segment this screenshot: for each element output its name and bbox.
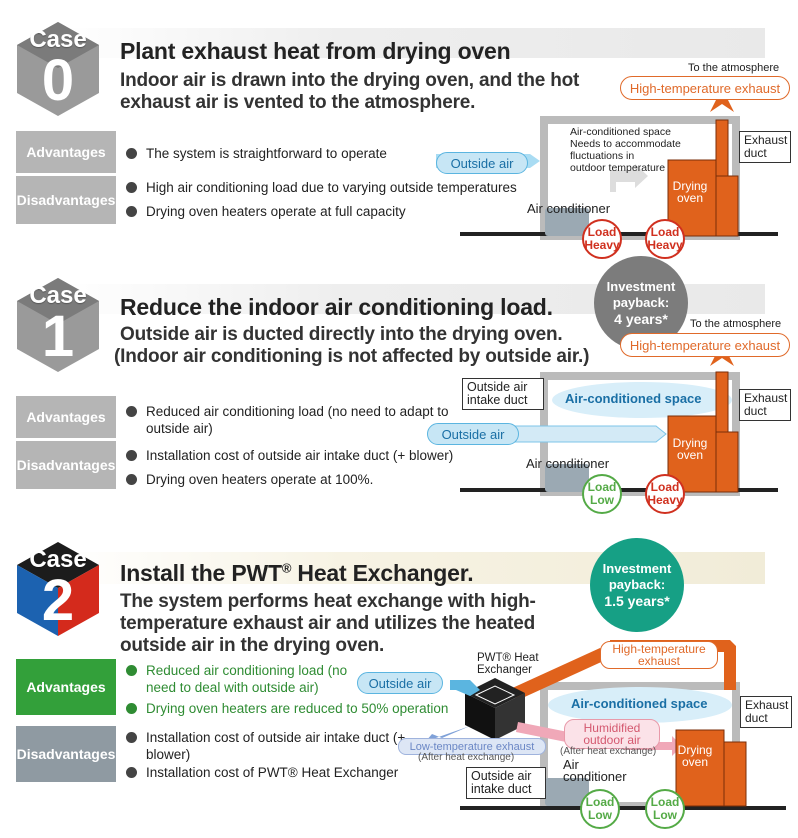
case2-subtitle: The system performs heat exchange with h… [120, 591, 536, 656]
case2-low-temp-exhaust: Low-temperature exhaust [398, 738, 546, 755]
case1-subtitle-1: Outside air is ducted directly into the … [120, 324, 563, 345]
case0-word: Case [29, 26, 87, 53]
case2-number: 2 [41, 568, 75, 633]
case1-high-temp-exhaust: High-temperature exhaust [620, 333, 790, 357]
case2-intake-duct: Outside air intake duct [466, 767, 546, 799]
case2-advantage-2: Drying oven heaters are reduced to 50% o… [126, 700, 466, 717]
case1-diagram-art [460, 354, 778, 496]
case2-disadvantage-2: Installation cost of PWT® Heat Exchanger [126, 764, 426, 781]
case0-advantage-1: The system is straightforward to operate [126, 145, 426, 162]
case1-to-atmosphere: To the atmosphere [690, 318, 782, 330]
case1-intake-duct: Outside air intake duct [462, 378, 544, 410]
case1-disadvantages-label: Disadvantages [16, 441, 116, 489]
case0-advantages-label: Advantages [16, 131, 116, 173]
case0-title: Plant exhaust heat from drying oven [120, 38, 511, 64]
case0-outside-air: Outside air [436, 152, 528, 174]
case2-hex-badge [17, 542, 99, 636]
case2-after-hx-2: (After heat exchange) [560, 746, 657, 757]
case1-advantages-label: Advantages [16, 396, 116, 438]
case2-outside-air: Outside air [357, 672, 443, 694]
case0-drying-oven: Drying oven [672, 179, 708, 205]
case2-disadvantages-label: Disadvantages [16, 726, 116, 782]
case2-humidified: Humidified outdoor air [564, 719, 660, 749]
case1-hex-badge [17, 278, 99, 372]
case2-disadvantage-1: Installation cost of outside air intake … [126, 729, 406, 763]
case1-disadvantage-1: Installation cost of outside air intake … [126, 447, 486, 464]
case0-subtitle: Indoor air is drawn into the drying oven… [120, 70, 580, 113]
case0-ac-space-note: Air-conditioned space Needs to accommoda… [570, 126, 681, 174]
case0-exhaust-duct: Exhaust duct [739, 131, 791, 163]
case2-high-temp-exhaust: High-temperature exhaust [600, 641, 718, 669]
case0-number: 0 [41, 48, 75, 113]
case2-after-hx-1: (After heat exchange) [418, 752, 515, 763]
case1-ac-space: Air-conditioned space [565, 391, 702, 406]
case2-exhaust-duct: Exhaust duct [740, 696, 792, 728]
case2-title: Install the PWT® Heat Exchanger. [120, 560, 474, 586]
case1-advantage-1: Reduced air conditioning load (no need t… [126, 403, 466, 437]
case2-drying-oven: Drying oven [677, 743, 713, 769]
case0-disadvantages-label: Disadvantages [16, 176, 116, 224]
case0-disadvantage-1: High air conditioning load due to varyin… [126, 179, 546, 196]
case1-air-conditioner: Air conditioner [526, 456, 610, 471]
case2-word: Case [29, 546, 87, 573]
case1-word: Case [29, 282, 87, 309]
case2-ac-space: Air-conditioned space [571, 696, 708, 711]
case1-outside-air: Outside air [427, 423, 519, 445]
case1-title: Reduce the indoor air conditioning load. [120, 294, 553, 320]
case0-to-atmosphere: To the atmosphere [688, 62, 780, 74]
case0-disadvantage-2: Drying oven heaters operate at full capa… [126, 203, 546, 220]
case1-drying-oven: Drying oven [672, 436, 708, 462]
case1-exhaust-duct: Exhaust duct [739, 389, 791, 421]
case2-pwt-label: PWT® Heat Exchanger [477, 652, 539, 676]
case0-band [60, 28, 765, 58]
case2-advantage-1: Reduced air conditioning load (no need t… [126, 662, 356, 696]
case1-disadvantage-2: Drying oven heaters operate at 100%. [126, 471, 486, 488]
case1-subtitle-2: (Indoor air conditioning is not affected… [114, 346, 590, 367]
case1-number: 1 [41, 304, 75, 369]
case0-air-conditioner: Air conditioner [527, 201, 611, 216]
case2-air-conditioner: Air conditioner [563, 757, 627, 784]
case0-hex-badge [17, 22, 99, 116]
case0-high-temp-exhaust: High-temperature exhaust [620, 76, 790, 100]
case2-advantages-label: Advantages [16, 659, 116, 715]
